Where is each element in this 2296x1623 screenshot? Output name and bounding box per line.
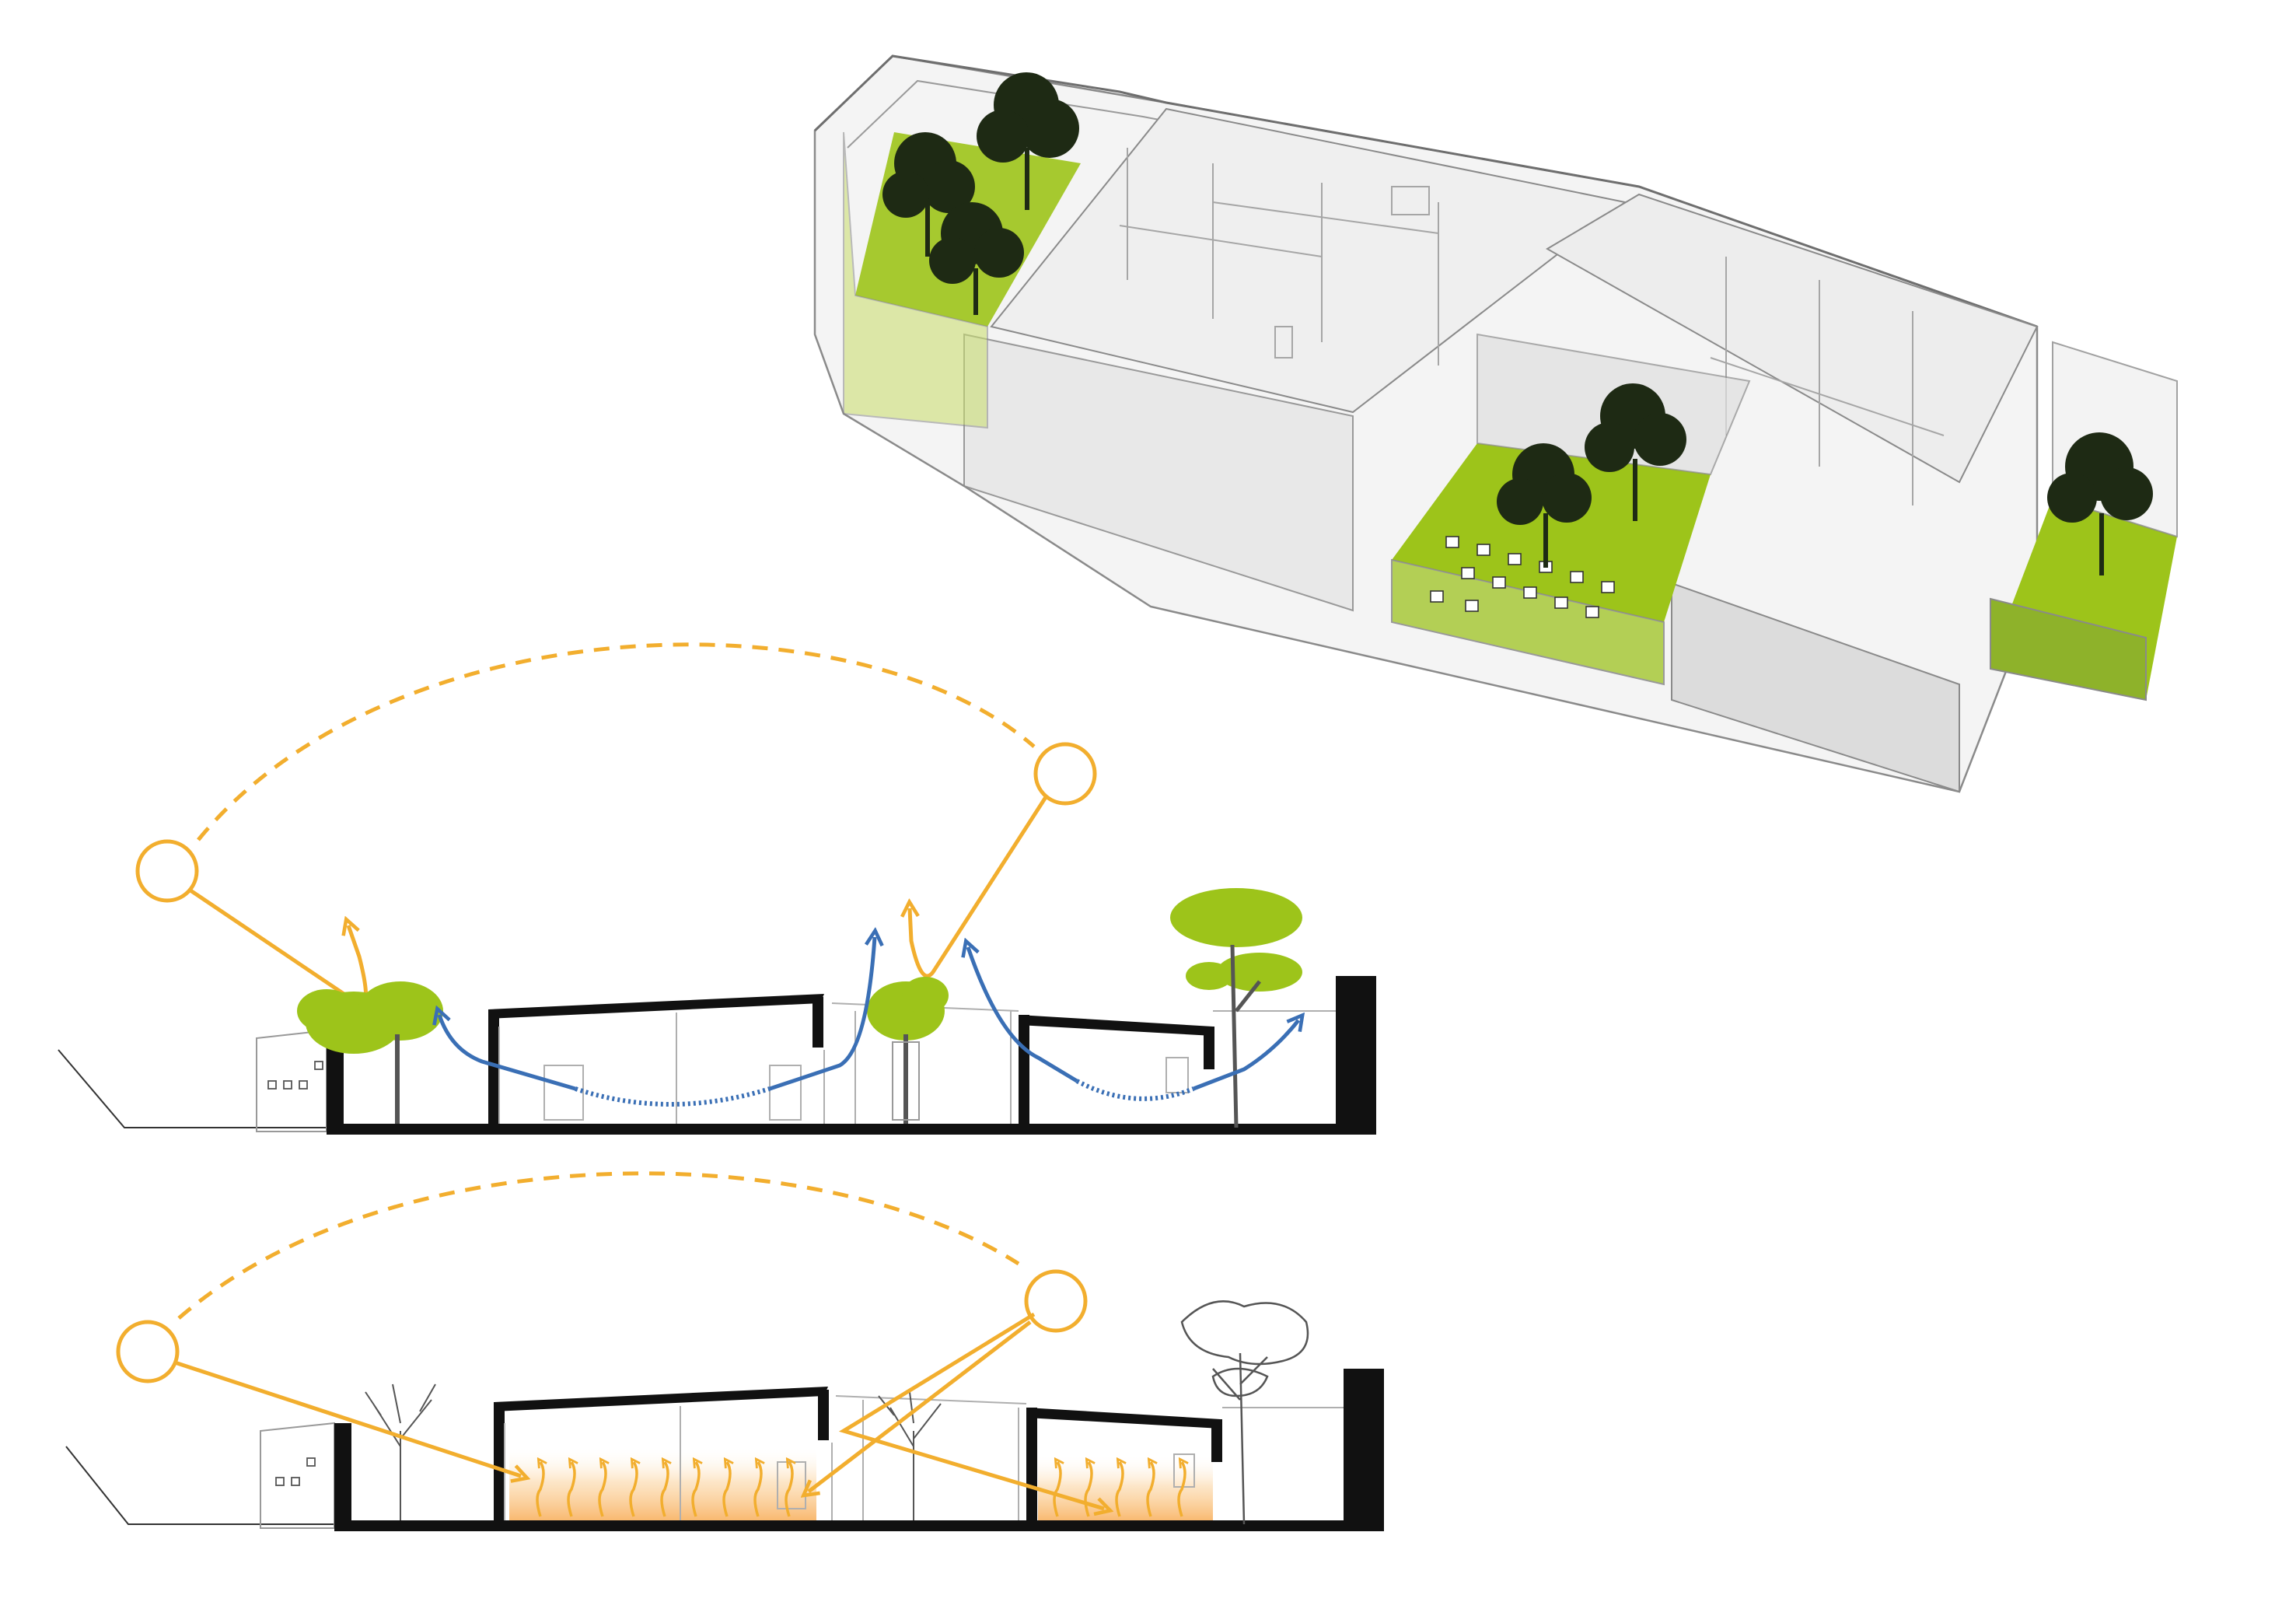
right-hall-wall-right [1211,1419,1222,1462]
tree-icon [365,1383,436,1520]
right-hall-roof [1019,1015,1213,1036]
main-hall-front-wall [963,333,1354,612]
main-hall-roof [488,994,824,1019]
heat-arrow-icon [629,1462,637,1517]
tree-icon [1180,1300,1309,1525]
heat-arrow-icon [598,1462,606,1517]
heat-arrow-icon [660,1462,668,1517]
sun-path [197,642,1036,841]
wall-right-end [1336,976,1376,1132]
axonometric-building-view [813,54,2178,793]
tree-icon [1497,443,1592,568]
airflow-arrow-icon [968,947,1078,1083]
right-patio-front [1990,597,2147,701]
tree-trunk [395,1034,400,1124]
main-hall-glazing [498,1013,825,1124]
airflow-dotted [575,1086,771,1107]
wall-right-end [1344,1369,1384,1528]
tree-icon [1585,383,1686,521]
heat-glow-zone [1038,1454,1213,1524]
tree-icon [2047,432,2153,575]
central-patio-front-glass [1391,558,1665,686]
sun-circle-icon [135,839,199,903]
sun-ray [809,1320,1032,1492]
wall-left [334,1423,351,1528]
tree-icon [297,981,443,1054]
airflow-arrow-icon [439,1015,576,1091]
tree-trunk [903,1034,908,1124]
left-building [260,1422,335,1529]
sun-path [177,1171,1020,1320]
airflow-dotted [1075,1079,1195,1101]
heat-arrow-icon [785,1462,792,1517]
left-building-windows [267,1061,323,1090]
sun-circle-icon [1033,742,1097,806]
heat-arrow-icon [1053,1462,1061,1517]
right-hall-glazing [1165,1057,1189,1093]
right-interior-partitions [1710,257,1945,505]
heat-arrow-icon [536,1462,543,1517]
right-hall-wall-left [1026,1408,1037,1520]
sun-ray-deflected [910,796,1048,978]
heat-arrow-icon [691,1462,699,1517]
right-hall-wall-left [1019,1015,1029,1128]
floor-slab [327,1124,1376,1135]
tree-icon [867,977,949,1041]
heat-arrow-icon [1146,1462,1154,1517]
sun-ray [838,1312,1104,1509]
left-building-windows [275,1457,316,1486]
sun-circle-icon [1024,1269,1088,1333]
tree-trunk [1230,944,1261,1128]
heat-arrow-icon [753,1462,761,1517]
tree-icon [878,1391,942,1520]
heat-arrow-icon [1084,1462,1092,1517]
ground-line [65,1446,334,1525]
roof-edge [813,54,2038,328]
wall-left [327,1027,344,1132]
main-hall-roof [494,1387,828,1411]
main-hall-wall-left [488,1011,499,1128]
tree-planter [892,1041,920,1121]
left-patio-glass [843,131,988,429]
sun-circle-icon [116,1320,180,1383]
patio-furniture [1430,536,1615,618]
right-hall-volume [1546,193,2039,484]
main-hall-wall-right [818,1390,829,1440]
sun-ray [174,1360,521,1476]
sun-ray-deflected [189,888,368,1006]
heat-arrows [536,1462,1185,1517]
airflow-arrow-icon [769,937,875,1091]
right-hall-front-wall [1671,582,1960,793]
summer-section-view [58,642,1376,1135]
main-hall-wall-left [494,1404,505,1520]
tree-icon [1170,888,1302,992]
right-hall-roof [1026,1408,1221,1429]
airflow-arrow-icon [1193,1020,1298,1091]
heat-arrow-icon [722,1462,730,1517]
winter-section-view [65,1171,1384,1531]
tree-icon [882,132,975,257]
heat-arrow-icon [1177,1462,1185,1517]
tree-icon [929,202,1024,315]
heat-arrow-icon [567,1462,575,1517]
ground-line [58,1049,327,1128]
tree-icon [977,72,1079,210]
floor-slab [334,1520,1384,1531]
heat-arrow-icon [1115,1462,1123,1517]
right-hall-wall-right [1204,1027,1214,1069]
main-hall-wall-right [813,997,823,1048]
